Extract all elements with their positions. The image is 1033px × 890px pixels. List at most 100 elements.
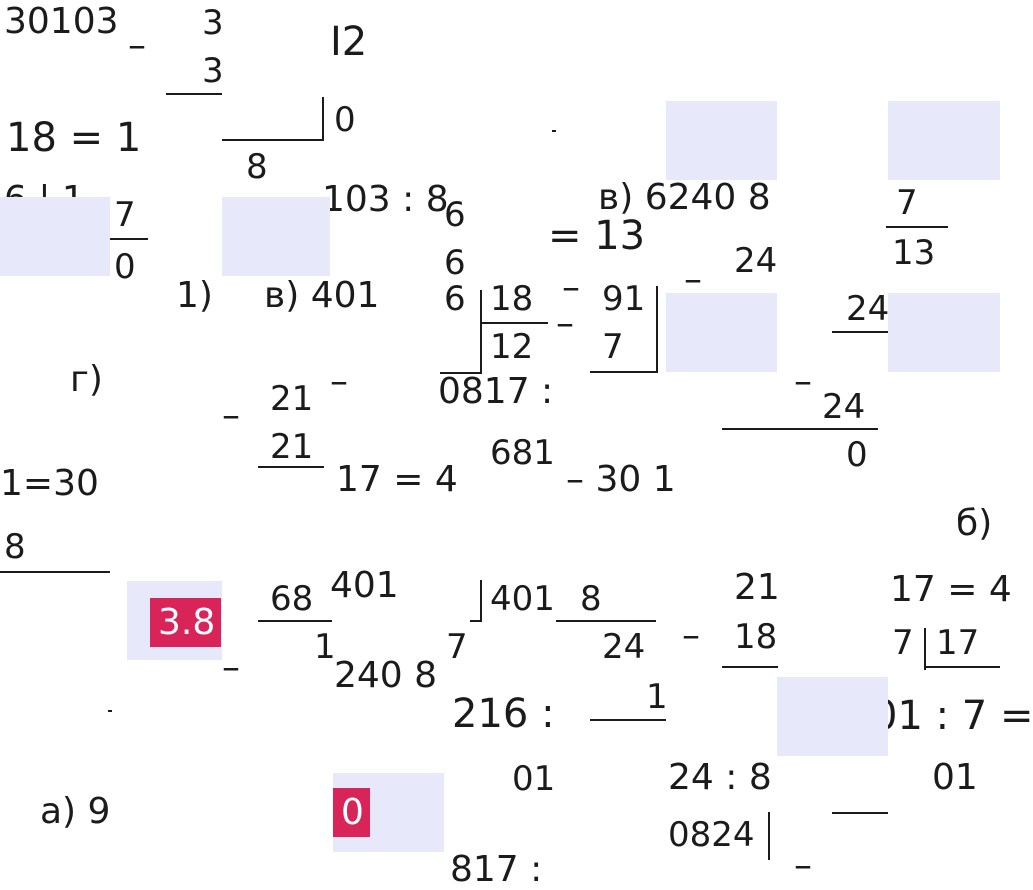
math-fragment: г) bbox=[70, 359, 103, 400]
tick-mark bbox=[108, 710, 112, 712]
division-line bbox=[722, 666, 778, 668]
math-fragment: 24 bbox=[734, 241, 778, 281]
division-line bbox=[258, 466, 324, 468]
math-fragment: – bbox=[330, 361, 348, 402]
math-fragment: 24 : 8 bbox=[668, 757, 772, 798]
math-fragment: 17 = 4 bbox=[336, 459, 458, 500]
division-bracket bbox=[480, 290, 482, 374]
math-fragment: 24 bbox=[846, 289, 890, 329]
math-fragment: 103 : 8 bbox=[322, 179, 449, 220]
math-fragment: – bbox=[684, 259, 702, 300]
math-fragment: а) 9 bbox=[40, 791, 111, 832]
math-fragment: – 30 1 bbox=[566, 459, 676, 500]
math-fragment: 0824 bbox=[668, 815, 755, 855]
math-fragment: 3 bbox=[202, 3, 224, 43]
math-fragment: 68 bbox=[270, 579, 314, 619]
math-fragment: 17 = 4 bbox=[890, 569, 1012, 610]
math-fragment: 13 bbox=[892, 233, 936, 273]
math-fragment: 7 bbox=[892, 623, 914, 663]
math-fragment: 240 8 bbox=[334, 655, 438, 696]
masked-region bbox=[888, 101, 1000, 180]
math-fragment: 01 bbox=[932, 757, 978, 798]
math-fragment: 3 bbox=[202, 51, 224, 91]
division-line bbox=[440, 372, 482, 374]
masked-region bbox=[0, 197, 110, 276]
division-line bbox=[166, 93, 222, 95]
math-fragment: 21 bbox=[270, 379, 314, 419]
division-line bbox=[470, 620, 482, 622]
math-fragment: 12 bbox=[490, 327, 534, 367]
math-fragment: – bbox=[794, 361, 812, 402]
division-line bbox=[590, 371, 658, 373]
math-fragment: 18 bbox=[490, 279, 534, 319]
math-fragment: – bbox=[794, 845, 812, 886]
masked-region bbox=[777, 677, 888, 756]
math-fragment: 01 : 7 = bbox=[872, 693, 1033, 739]
math-fragment: 7 bbox=[896, 183, 918, 223]
math-fragment: 0 bbox=[114, 247, 136, 287]
math-fragment: – bbox=[682, 615, 700, 656]
division-line bbox=[924, 666, 1000, 668]
division-bracket bbox=[480, 580, 482, 622]
division-line bbox=[832, 812, 888, 814]
math-fragment: 401 bbox=[490, 579, 555, 619]
math-fragment: 6 bbox=[444, 279, 466, 319]
division-line bbox=[480, 322, 548, 324]
math-fragment: – bbox=[222, 395, 240, 436]
division-line bbox=[0, 571, 110, 573]
math-fragment: 817 : bbox=[450, 849, 543, 890]
math-fragment: – bbox=[556, 303, 574, 344]
math-fragment: 7 bbox=[114, 195, 136, 235]
math-fragment: 6 bbox=[444, 243, 466, 283]
division-bracket bbox=[768, 812, 770, 860]
math-fragment: 401 bbox=[330, 565, 399, 606]
division-line bbox=[832, 331, 890, 333]
math-fragment: в) 6240 8 bbox=[598, 177, 771, 218]
math-fragment: 1=30 bbox=[0, 463, 99, 504]
math-fragment: 30103 bbox=[4, 1, 119, 42]
division-bracket bbox=[924, 628, 926, 670]
math-fragment: 8 bbox=[4, 527, 26, 567]
masked-region bbox=[666, 293, 777, 372]
highlight-badge: 0 bbox=[333, 788, 370, 837]
math-fragment: 1 bbox=[646, 677, 668, 717]
math-fragment: б) bbox=[956, 503, 993, 544]
math-fragment: 1) bbox=[176, 275, 213, 316]
math-fragment: – bbox=[222, 647, 240, 688]
math-fragment: = 13 bbox=[548, 213, 646, 259]
math-fragment: 91 bbox=[602, 279, 646, 319]
math-fragment: 0 bbox=[334, 100, 356, 140]
division-bracket bbox=[656, 286, 658, 372]
division-line bbox=[722, 428, 878, 430]
division-line bbox=[222, 139, 324, 141]
division-line bbox=[886, 226, 948, 228]
math-fragment: 0817 : bbox=[438, 371, 554, 412]
math-fragment: 681 bbox=[490, 433, 555, 473]
math-fragment: 24 bbox=[602, 627, 646, 667]
math-fragment: 01 bbox=[512, 759, 556, 799]
division-bracket bbox=[322, 97, 324, 141]
math-fragment: I2 bbox=[330, 19, 368, 65]
math-fragment: 24 bbox=[822, 387, 866, 427]
division-line bbox=[110, 238, 148, 240]
highlight-badge: 3.8 bbox=[150, 598, 222, 647]
math-fragment: 18 bbox=[734, 617, 778, 657]
math-fragment: – bbox=[128, 25, 146, 66]
masked-region bbox=[666, 101, 777, 180]
math-fragment: 18 = 1 bbox=[6, 115, 142, 161]
math-fragment: 21 bbox=[270, 427, 314, 467]
math-fragment: 216 : bbox=[452, 691, 555, 737]
math-fragment: в) 401 bbox=[264, 275, 380, 316]
division-line bbox=[590, 719, 666, 721]
division-line bbox=[556, 620, 656, 622]
division-line bbox=[258, 620, 332, 622]
masked-region bbox=[222, 197, 330, 276]
math-fragment: 6 bbox=[444, 195, 466, 235]
math-fragment: 0 bbox=[846, 435, 868, 475]
math-fragment: 7 bbox=[602, 327, 624, 367]
tick-mark bbox=[552, 130, 556, 132]
math-fragment: 7 bbox=[446, 627, 468, 667]
masked-region bbox=[888, 293, 1000, 372]
math-fragment: 1 bbox=[314, 627, 336, 667]
math-fragment: 8 bbox=[246, 147, 268, 187]
